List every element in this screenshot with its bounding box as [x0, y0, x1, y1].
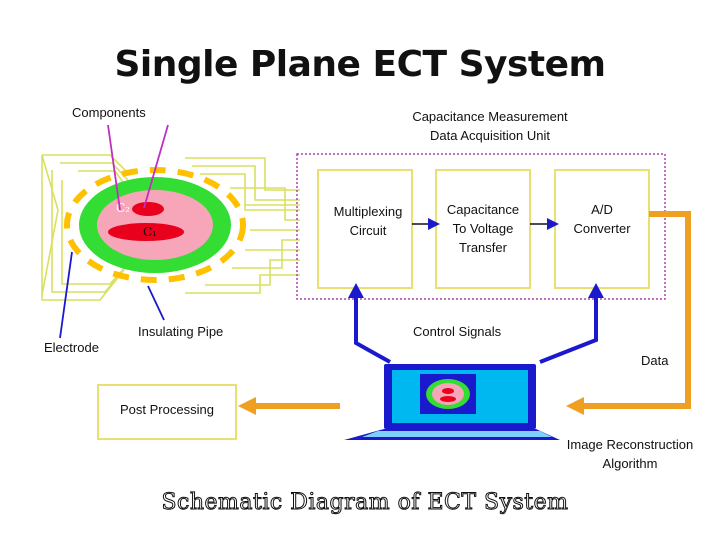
sensor-wiring — [41, 154, 300, 301]
capacitance-to-voltage-label: Capacitance To Voltage Transfer — [436, 200, 530, 257]
multiplexing-circuit-label: Multiplexing Circuit — [318, 202, 418, 240]
control-signals-label: Control Signals — [413, 324, 502, 339]
multiplexing-line1: Multiplexing — [333, 204, 403, 219]
phase-c2 — [132, 202, 164, 216]
control-signal-arrowhead-mux — [348, 283, 364, 298]
post-processing-arrowhead — [238, 397, 256, 415]
control-signal-arrowhead-ad — [588, 283, 604, 298]
pointer-lines — [59, 124, 169, 339]
cv-line2: To Voltage — [452, 221, 514, 236]
ad-line1: A/D — [591, 202, 613, 217]
c1-label: C₁ — [143, 225, 157, 239]
components-label: Components — [72, 105, 146, 120]
phase-c1 — [108, 223, 184, 241]
measurement-unit-label: Capacitance Measurement Data Acquisition… — [380, 107, 600, 145]
measurement-unit-label-line1: Capacitance Measurement — [412, 109, 568, 124]
diagram-caption: Schematic Diagram of ECT System — [161, 490, 569, 516]
multiplexing-circuit-block — [317, 169, 413, 289]
sensor-cross-section: C₂ C₁ — [64, 167, 246, 283]
ad-line2: Converter — [573, 221, 631, 236]
image-reconstruction-label: Image Reconstruction Algorithm — [550, 435, 710, 473]
page-title: Single Plane ECT System — [114, 44, 606, 85]
ad-converter-block — [554, 169, 650, 289]
ad-converter-label: A/D Converter — [555, 200, 649, 238]
measurement-unit-label-line2: Data Acquisition Unit — [430, 128, 550, 143]
data-acquisition-unit-border — [296, 153, 666, 300]
image-reconstruction-line2: Algorithm — [602, 456, 658, 471]
control-signal-arrow-ad — [539, 290, 598, 364]
cv-line1: Capacitance — [446, 202, 520, 217]
image-reconstruction-line1: Image Reconstruction — [566, 437, 694, 452]
cv-line3: Transfer — [459, 240, 507, 255]
post-processing-label: Post Processing — [120, 402, 214, 417]
capacitance-to-voltage-block — [435, 169, 531, 289]
data-arrow — [580, 211, 691, 409]
data-label: Data — [641, 353, 669, 368]
electrode-label: Electrode — [44, 340, 99, 355]
multiplexing-line2: Circuit — [349, 223, 387, 238]
laptop-icon — [344, 364, 560, 440]
control-signal-arrow-mux — [354, 290, 391, 364]
data-arrowhead — [566, 397, 584, 415]
insulating-pipe-label: Insulating Pipe — [138, 324, 224, 339]
post-processing-box — [97, 384, 237, 440]
